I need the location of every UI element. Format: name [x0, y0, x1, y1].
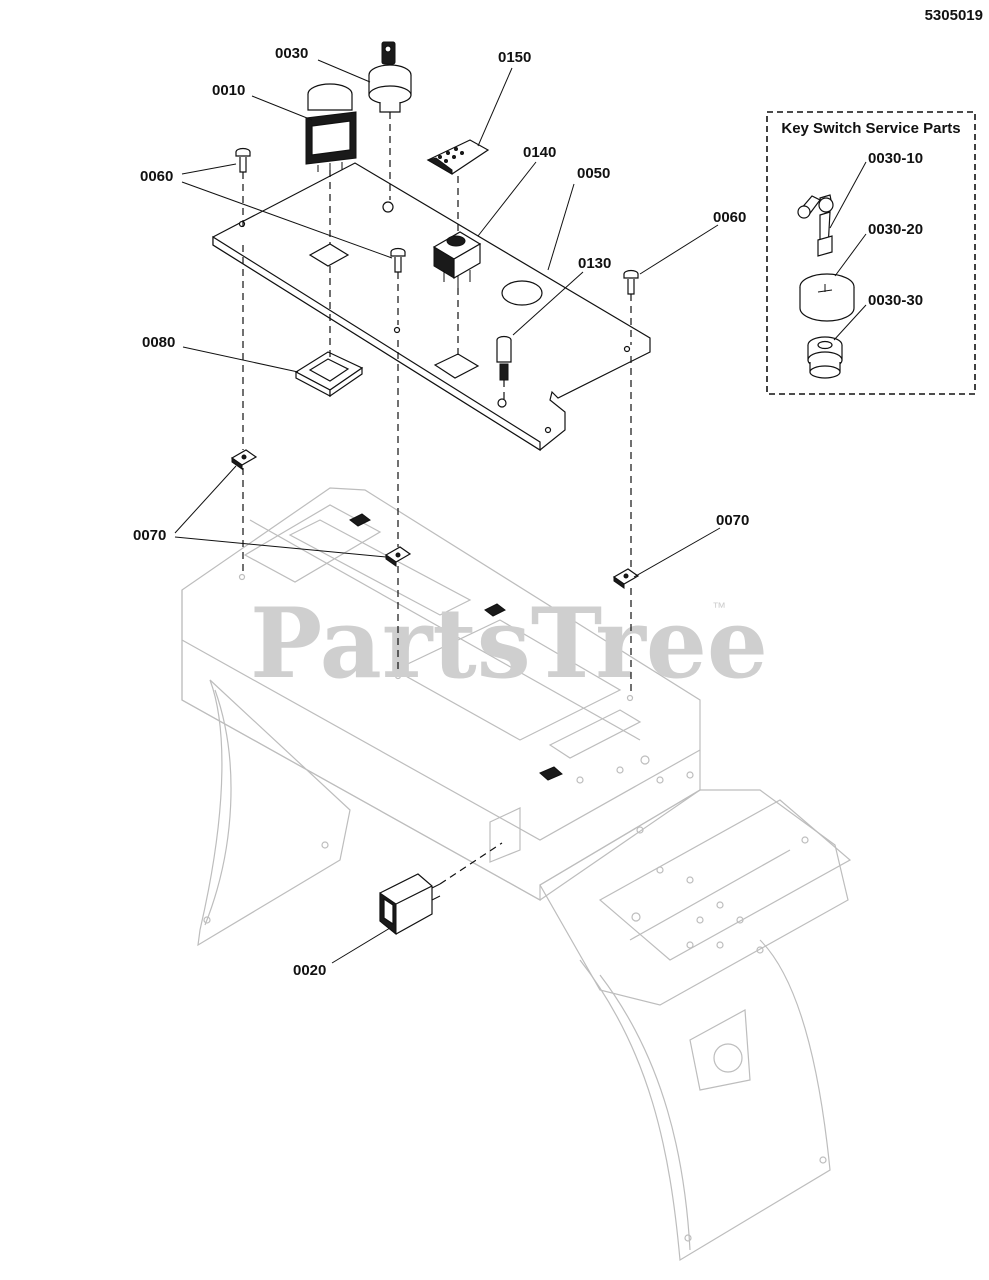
- indicator-light: [496, 335, 512, 381]
- pto-switch: [305, 83, 357, 172]
- frame-clip-nuts: [349, 513, 563, 781]
- callout-0060-left: 0060: [140, 168, 173, 185]
- screw-right: [623, 269, 639, 295]
- key-cap-icon: [799, 273, 855, 322]
- drawing-number: 5305019: [925, 7, 983, 24]
- callout-0080: 0080: [142, 334, 175, 351]
- decal: [426, 139, 490, 175]
- screw-middle: [390, 247, 406, 273]
- callout-0070-right: 0070: [716, 512, 749, 529]
- control-panel-plate: [212, 162, 651, 452]
- key-switch: [368, 41, 412, 113]
- screw-left: [235, 147, 251, 173]
- rocker-switch: [432, 231, 482, 288]
- clip-nut-right: [612, 568, 640, 589]
- watermark: PartsTree: [250, 587, 768, 700]
- callout-0150: 0150: [498, 49, 531, 66]
- watermark-trademark: ™: [712, 599, 726, 615]
- assembly-lines: [242, 112, 632, 885]
- key-switch-service-box: Key Switch Service Parts: [766, 111, 976, 395]
- callout-0010: 0010: [212, 82, 245, 99]
- service-label-0030-10: 0030-10: [868, 150, 923, 167]
- service-label-0030-20: 0030-20: [868, 221, 923, 238]
- service-label-0030-30: 0030-30: [868, 292, 923, 309]
- frame-chassis: [181, 487, 852, 1262]
- service-box-title: Key Switch Service Parts: [781, 120, 960, 137]
- key-switch-nut-icon: [807, 336, 843, 379]
- callout-0020: 0020: [293, 962, 326, 979]
- bezel: [294, 351, 364, 398]
- callout-0130: 0130: [578, 255, 611, 272]
- callout-0140: 0140: [523, 144, 556, 161]
- hour-meter: [379, 873, 441, 936]
- callout-0050: 0050: [577, 165, 610, 182]
- callout-0030: 0030: [275, 45, 308, 62]
- clip-nut-left: [230, 449, 258, 470]
- callout-0070-left: 0070: [133, 527, 166, 544]
- leader-lines: [174, 59, 721, 964]
- keys-icon: [797, 194, 834, 257]
- clip-nut-middle: [384, 546, 412, 567]
- callout-0060-right: 0060: [713, 209, 746, 226]
